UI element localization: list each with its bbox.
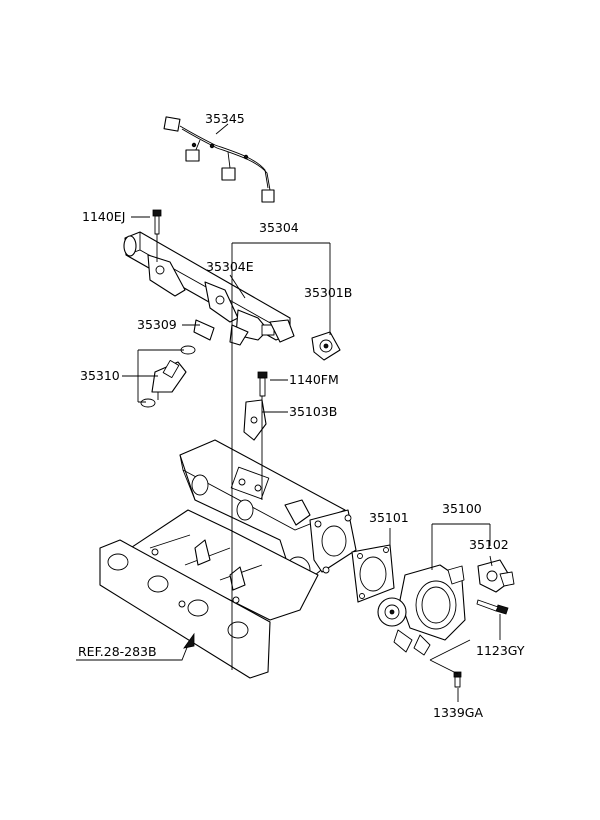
label-35103b: 35103B <box>289 404 337 419</box>
label-35101: 35101 <box>369 510 409 525</box>
label-1339ga: 1339GA <box>433 705 483 720</box>
label-35100: 35100 <box>442 501 482 516</box>
intake-manifold <box>99 439 357 679</box>
pressure-regulator <box>311 331 341 361</box>
bolt-1140fm <box>257 371 268 397</box>
part-labels: 35345 1140EJ 35304 35304E 35301B 35309 3… <box>78 111 525 720</box>
label-35304e: 35304E <box>206 259 254 274</box>
throttle-body <box>377 564 466 656</box>
wiring-harness <box>163 116 275 203</box>
leader-lines <box>76 123 501 702</box>
label-35345: 35345 <box>205 111 245 126</box>
label-35102: 35102 <box>469 537 509 552</box>
throttle-position-sensor <box>477 559 515 593</box>
label-35310: 35310 <box>80 368 120 383</box>
bolt-1140ej <box>152 209 162 235</box>
label-1140fm: 1140FM <box>289 372 339 387</box>
label-35301b: 35301B <box>304 285 352 300</box>
label-35309: 35309 <box>137 317 177 332</box>
screw-1339ga <box>453 671 462 688</box>
label-1140ej: 1140EJ <box>82 209 125 224</box>
label-1123gy: 1123GY <box>476 643 525 658</box>
bracket-35103b <box>243 399 267 441</box>
fuel-rail <box>123 231 295 346</box>
fuel-injector <box>140 359 187 408</box>
gasket-35101 <box>351 544 395 603</box>
label-ref-28-283b: REF.28-283B <box>78 644 157 659</box>
screw-1123gy <box>476 599 509 615</box>
label-35304: 35304 <box>259 220 299 235</box>
